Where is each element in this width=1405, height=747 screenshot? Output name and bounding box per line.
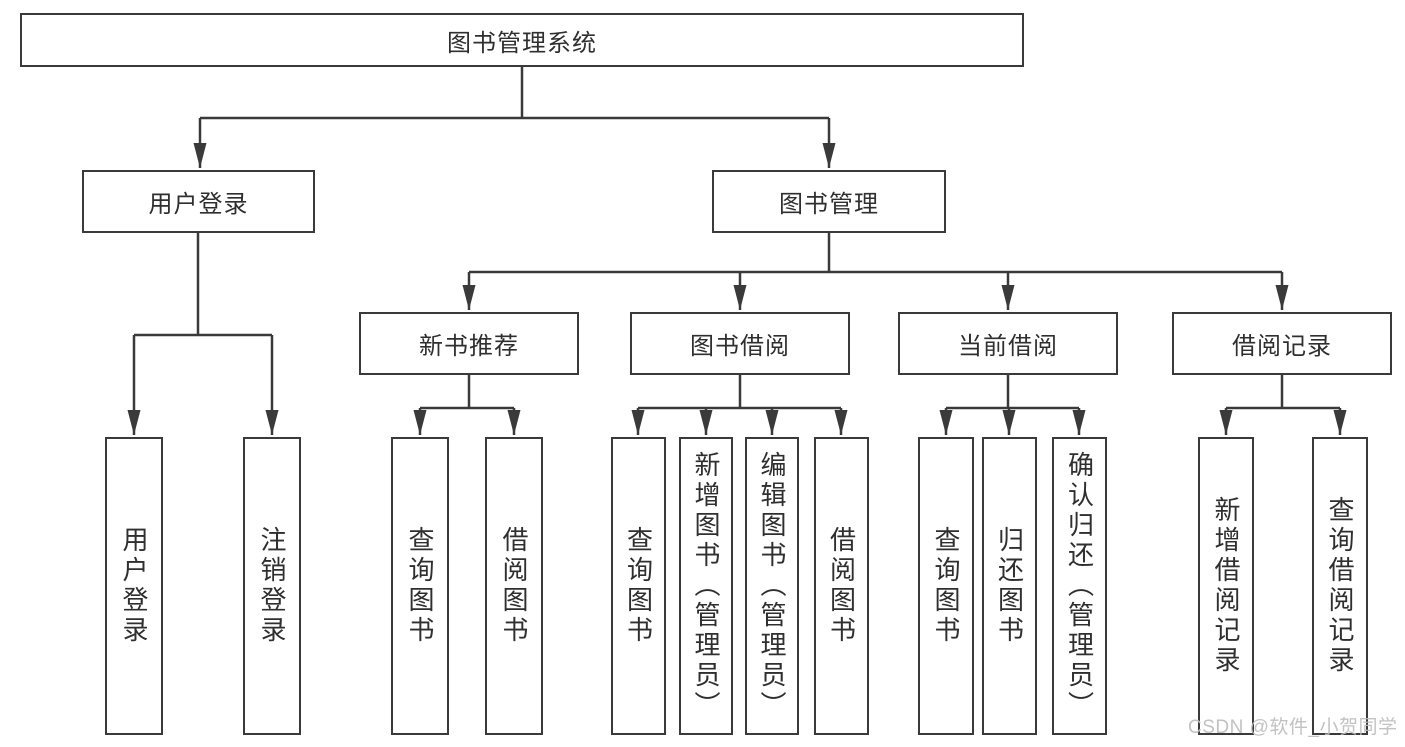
leaf-borrow-book-label: 借阅图书 <box>826 526 857 646</box>
leaf-borrow-book-recommend: 借阅图书 <box>485 437 543 735</box>
leaf-query-book-current-label: 查询图书 <box>931 526 961 646</box>
leaf-user-login-label: 用户登录 <box>119 526 149 646</box>
leaf-borrow-book-recommend-label: 借阅图书 <box>499 526 529 646</box>
node-book-borrow-label: 图书借阅 <box>690 333 790 360</box>
leaf-add-borrow-record: 新增借阅记录 <box>1198 437 1254 735</box>
node-borrow-records-label: 借阅记录 <box>1232 333 1332 360</box>
leaf-return-book-label: 归还图书 <box>994 526 1025 646</box>
leaf-query-borrow-record: 查询借阅记录 <box>1312 437 1368 735</box>
leaf-return-book: 归还图书 <box>982 437 1037 735</box>
node-current-borrow: 当前借阅 <box>898 312 1118 375</box>
leaf-query-book-borrow-label: 查询图书 <box>623 526 654 646</box>
leaf-logout: 注销登录 <box>243 437 301 735</box>
leaf-add-borrow-record-label: 新增借阅记录 <box>1211 496 1241 676</box>
node-root-label: 图书管理系统 <box>447 29 597 57</box>
node-new-book-recommend: 新书推荐 <box>359 312 579 375</box>
csdn-watermark: CSDN @软件_小贺同学 <box>1188 717 1398 738</box>
node-current-borrow-label: 当前借阅 <box>958 333 1058 360</box>
node-book-management-label: 图书管理 <box>779 191 879 218</box>
leaf-query-borrow-record-label: 查询借阅记录 <box>1325 496 1355 676</box>
leaf-add-book-admin: 新增图书（管理员） <box>679 437 733 735</box>
leaf-query-book-current: 查询图书 <box>918 437 974 735</box>
node-borrow-records: 借阅记录 <box>1172 312 1392 375</box>
leaf-query-book-borrow: 查询图书 <box>611 437 666 735</box>
leaf-confirm-return-admin: 确认归还（管理员） <box>1052 437 1107 735</box>
node-user-login: 用户登录 <box>82 170 315 233</box>
leaf-user-login: 用户登录 <box>105 437 163 735</box>
leaf-query-book-recommend: 查询图书 <box>391 437 449 735</box>
leaf-add-book-admin-label: 新增图书（管理员） <box>691 451 721 721</box>
leaf-borrow-book: 借阅图书 <box>814 437 869 735</box>
leaf-edit-book-admin-label: 编辑图书（管理员） <box>757 451 787 721</box>
node-new-book-recommend-label: 新书推荐 <box>419 333 519 360</box>
leaf-confirm-return-admin-label: 确认归还（管理员） <box>1064 451 1095 721</box>
node-user-login-label: 用户登录 <box>148 191 249 218</box>
node-book-management: 图书管理 <box>712 170 946 233</box>
leaf-query-book-recommend-label: 查询图书 <box>405 526 435 646</box>
node-book-borrow: 图书借阅 <box>630 312 850 375</box>
node-root: 图书管理系统 <box>20 13 1024 67</box>
leaf-logout-label: 注销登录 <box>257 526 287 646</box>
leaf-edit-book-admin: 编辑图书（管理员） <box>745 437 799 735</box>
